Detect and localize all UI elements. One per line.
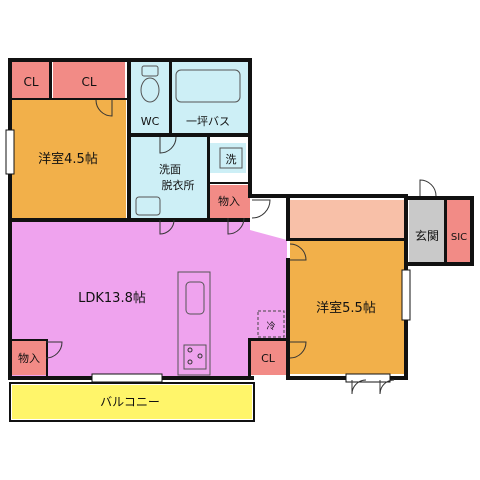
room-east [290,241,404,374]
storage-1 [210,185,250,218]
ldk-label: LDK13.8帖 [78,291,146,306]
sink-fixture [185,281,205,315]
closet-3-label: CL [261,352,276,365]
dressing-label-2: 脱衣所 [162,178,195,192]
bath-label: 一坪バス [186,115,230,128]
room-east-label: 洋室5.5帖 [316,300,376,316]
balcony-outline [9,382,255,422]
bathtub-fixture [175,69,241,103]
closet-1-label: CL [23,75,38,89]
storage-2-label: 物入 [18,351,40,365]
stove-fixture [183,344,207,370]
closet-1 [12,62,50,98]
room-west [12,100,126,218]
corridor [290,200,406,238]
ldk-room [12,222,287,376]
fridge-space [257,310,285,338]
toilet-fixture [140,65,160,103]
entrance-label: 玄関 [415,228,439,243]
sic-label: SIC [451,232,467,243]
entrance-floor [409,200,445,262]
wc-label: WC [141,115,160,128]
room-west-label: 洋室4.5帖 [38,151,98,167]
washer-label: 洗 [226,153,237,166]
balcony-area [12,385,252,419]
balcony-label: バルコニー [100,395,160,409]
door-swings [45,99,437,395]
storage-1-label: 物入 [218,194,240,208]
fridge-label: 冷 [266,320,275,332]
closet-2-label: CL [81,75,96,89]
storage-2 [12,341,46,375]
closet-3 [250,341,286,375]
windows [5,129,411,383]
sic-room [447,200,471,262]
closet-2 [53,62,125,98]
washbasin-fixture [135,196,161,216]
stove-burners [187,347,203,365]
washer-fixture [219,147,243,169]
dressing-label-1: 洗面 [159,163,181,176]
